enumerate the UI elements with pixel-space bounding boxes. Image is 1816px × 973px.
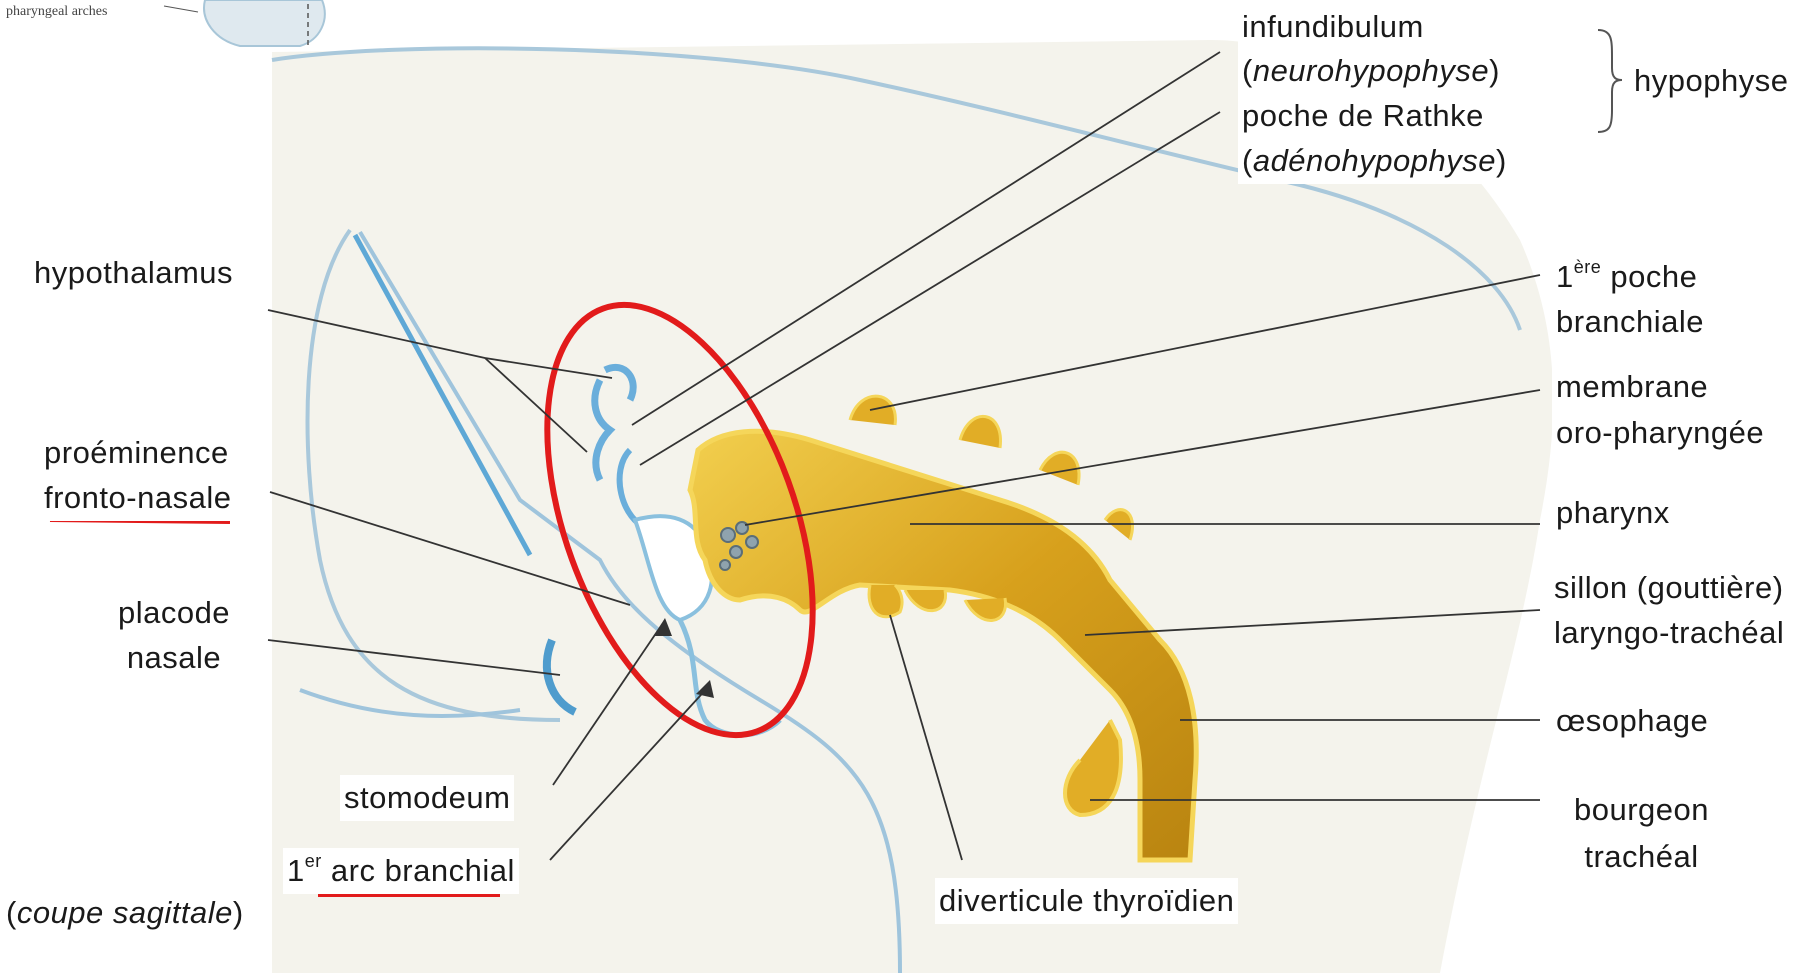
- label-bourgeon: bourgeon: [1545, 787, 1738, 833]
- arc-superscript: er: [305, 851, 322, 871]
- label-rathke: poche de Rathke: [1238, 93, 1488, 139]
- label-membrane: membrane: [1552, 364, 1712, 410]
- label-laryngo-tracheal: laryngo-trachéal: [1550, 610, 1788, 656]
- label-hypothalamus: hypothalamus: [30, 250, 237, 296]
- label-tracheal: trachéal: [1545, 834, 1738, 880]
- label-fronto-nasale: fronto-nasale: [40, 475, 235, 521]
- label-hypophyse: hypophyse: [1634, 58, 1788, 104]
- label-adenohypophyse: (adénohypophyse): [1238, 138, 1511, 184]
- premiere-superscript: ère: [1574, 257, 1602, 277]
- label-coupe-sagittale: (coupe sagittale): [6, 890, 244, 936]
- neurohypophyse-text: neurohypophyse: [1253, 53, 1489, 88]
- rathke-line1: poche de Rathke: [1242, 98, 1484, 133]
- label-sillon: sillon (gouttière): [1550, 565, 1788, 611]
- infundibulum-line1: infundibulum: [1242, 9, 1424, 44]
- hypophyse-brace: [1598, 30, 1622, 132]
- number-one-poche: 1: [1556, 259, 1574, 294]
- thumbnail-label: pharyngeal arches: [6, 4, 107, 20]
- label-arc-branchial: 1er arc branchial: [283, 848, 519, 894]
- number-one-arc: 1: [287, 853, 305, 888]
- label-oesophage: œsophage: [1552, 698, 1712, 744]
- label-pharynx: pharynx: [1552, 490, 1674, 536]
- adenohypophyse-text: adénohypophyse: [1253, 143, 1496, 178]
- label-neurohypophyse: (neurohypophyse): [1238, 48, 1504, 94]
- label-oro-pharyngee: oro-pharyngée: [1552, 410, 1768, 456]
- label-infundibulum: infundibulum: [1238, 4, 1428, 50]
- label-stomodeum: stomodeum: [340, 775, 514, 821]
- coupe-sagittale-text: coupe sagittale: [17, 895, 233, 930]
- arc-branchial-text: arc branchial: [331, 853, 515, 888]
- thyroid-diverticulum: [869, 585, 902, 617]
- label-branchiale: branchiale: [1552, 299, 1708, 345]
- label-placode: placode: [100, 590, 248, 636]
- label-diverticule: diverticule thyroïdien: [935, 878, 1238, 924]
- label-premiere-poche: 1ère poche: [1552, 254, 1701, 300]
- label-nasale: nasale: [100, 635, 248, 681]
- premiere-poche-line1: poche: [1610, 259, 1697, 294]
- label-proeminence: proéminence: [40, 430, 233, 476]
